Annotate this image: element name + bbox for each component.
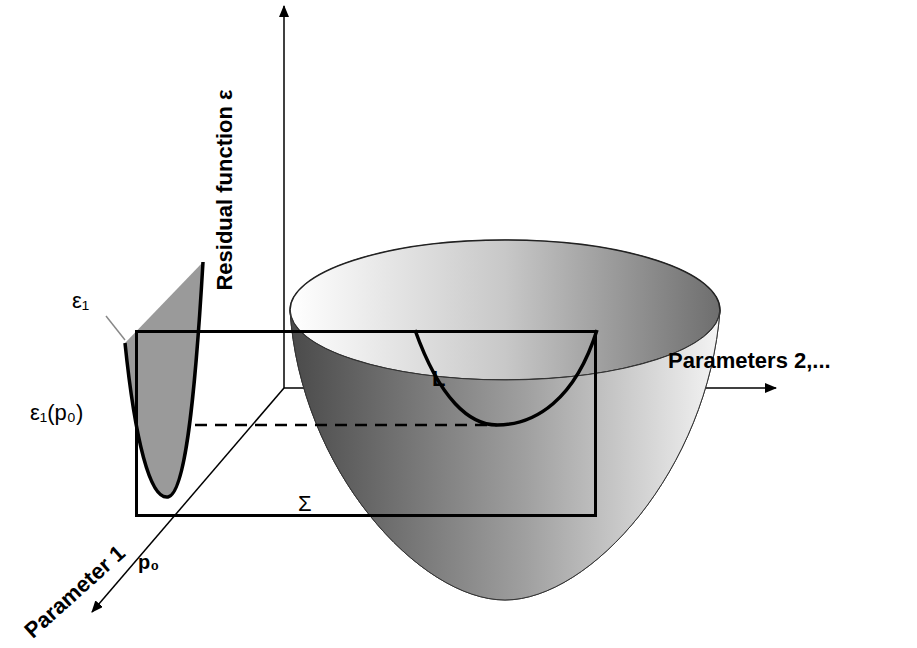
- point-label: p₀: [138, 552, 159, 572]
- axis-title: Parameter 1: [21, 542, 129, 643]
- section-plane: Σ: [135, 330, 597, 517]
- leader-line: [106, 316, 125, 340]
- axis-title: Residual function ε: [214, 89, 236, 290]
- plane-label: Σ: [298, 493, 312, 515]
- curve-label: ε₁: [72, 290, 89, 312]
- level-label: ε₁(p₀): [30, 402, 83, 424]
- axis-title: Parameters 2,...: [668, 350, 831, 372]
- section-curve: [415, 330, 597, 425]
- curve-label: L: [432, 368, 445, 390]
- paraboloid-body: [290, 240, 720, 600]
- paraboloid-rim: [290, 240, 720, 380]
- paraboloid-front: [290, 310, 720, 600]
